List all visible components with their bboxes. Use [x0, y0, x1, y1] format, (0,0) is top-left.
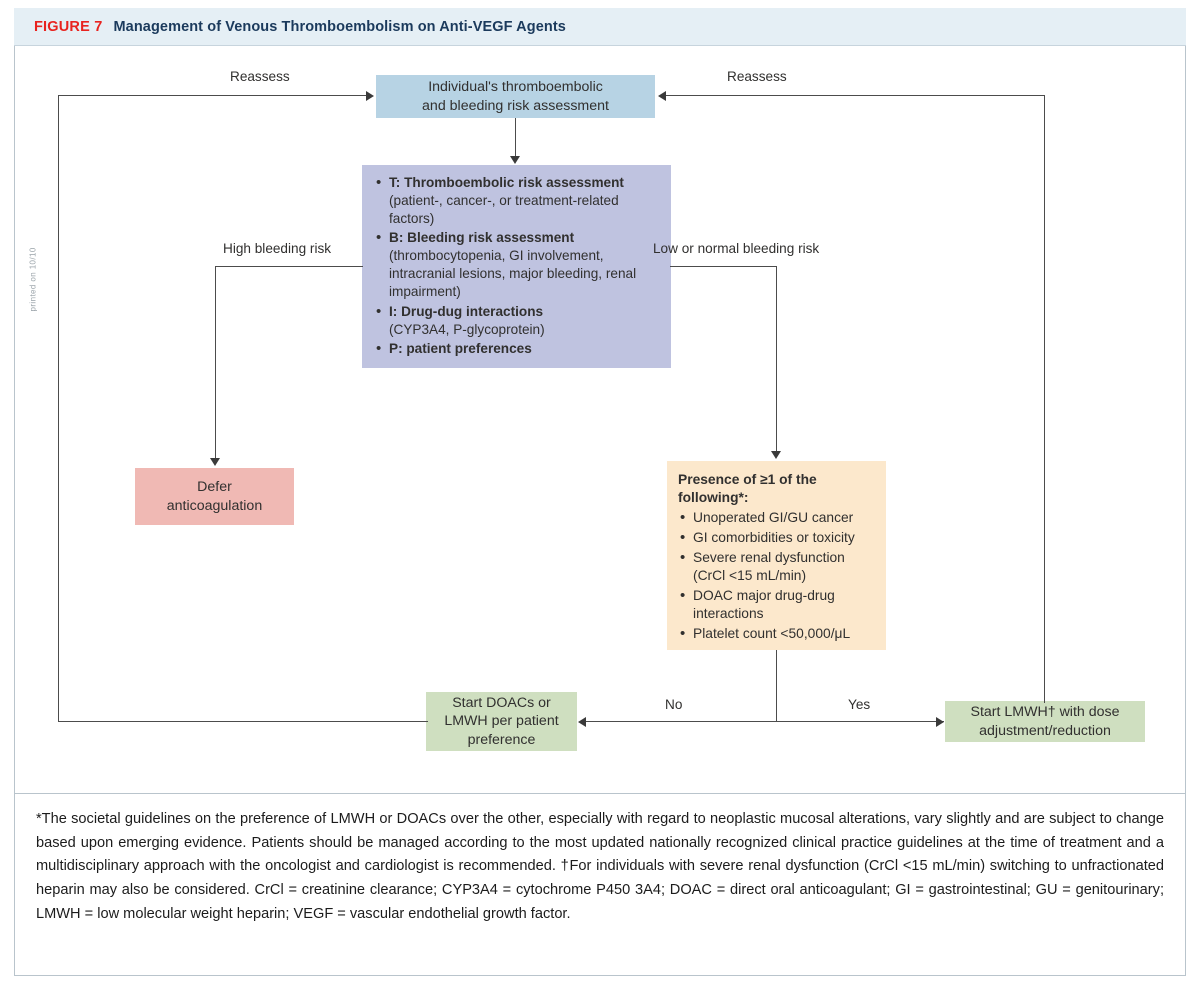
presence-item: Unoperated GI/GU cancer: [680, 508, 878, 527]
tbip-item-p-title: P: patient preferences: [389, 340, 532, 356]
connector-low-bleeding-vertical: [776, 266, 778, 453]
presence-heading-line2: following*:: [678, 489, 749, 505]
tbip-item-t-detail: (patient-, cancer-, or treatment-related…: [389, 193, 619, 227]
connector-left-feedback-vertical: [58, 95, 60, 722]
tbip-item-p: P: patient preferences: [376, 339, 661, 359]
connector-presence-to-decision: [776, 650, 778, 721]
node-presence-criteria[interactable]: Presence of ≥1 of the following*: Unoper…: [667, 461, 886, 650]
node-start-doacs-line1: Start DOACs or: [452, 694, 551, 711]
presence-item: DOAC major drug-drug interactions: [680, 586, 878, 623]
edge-label-low-bleeding-risk: Low or normal bleeding risk: [653, 241, 820, 256]
edge-label-reassess-right: Reassess: [727, 69, 787, 84]
presence-heading-line1: Presence of ≥1 of the: [678, 472, 817, 487]
tbip-item-i-detail: (CYP3A4, P-glycoprotein): [389, 321, 545, 337]
node-initial-assessment[interactable]: Individual's thromboembolic and bleeding…: [376, 75, 655, 118]
tbip-item-i: I: Drug-dug interactions (CYP3A4, P-glyc…: [376, 302, 661, 339]
presence-item: Platelet count <50,000/μL: [680, 624, 878, 643]
arrowhead-no-to-doacs: [578, 717, 586, 727]
connector-left-feedback-top: [58, 95, 368, 97]
tbip-item-b-title: B: Bleeding risk assessment: [389, 230, 575, 246]
tbip-item-i-title: I: Drug-dug interactions: [389, 303, 544, 319]
figure-title: Management of Venous Thromboembolism on …: [113, 18, 566, 35]
arrowhead-left-feedback-into-start: [366, 91, 374, 101]
connector-right-feedback-vertical: [1044, 95, 1046, 703]
arrowhead-to-presence: [771, 451, 781, 459]
arrowhead-yes-to-lmwh: [936, 717, 944, 727]
tbip-item-t: T: Thromboembolic risk assessment (patie…: [376, 173, 661, 228]
presence-item: Severe renal dysfunction (CrCl <15 mL/mi…: [680, 548, 878, 585]
presence-list: Unoperated GI/GU cancer GI comorbidities…: [678, 508, 878, 643]
connector-lmwh-top-stub: [1044, 675, 1046, 703]
node-start-doacs-line3: preference: [467, 731, 536, 748]
edge-label-high-bleeding-risk: High bleeding risk: [223, 241, 332, 256]
node-start-lmwh-line1: Start LMWH† with dose: [970, 704, 1120, 721]
connector-high-bleeding-horizontal: [215, 266, 363, 268]
node-defer-line1: Defer: [197, 479, 232, 496]
arrowhead-right-feedback-into-start: [658, 91, 666, 101]
tbip-item-b-detail: (thrombocytopenia, GI involvement, intra…: [389, 248, 637, 300]
node-initial-assessment-line2: and bleeding risk assessment: [422, 97, 609, 114]
connector-start-to-tbip: [515, 118, 517, 158]
arrowhead-start-to-tbip: [510, 156, 520, 164]
node-defer-line2: anticoagulation: [166, 497, 263, 514]
connector-no-branch: [585, 721, 777, 723]
connector-yes-branch: [776, 721, 944, 723]
figure-number-label: FIGURE 7: [34, 18, 103, 35]
connector-left-feedback-bottom: [58, 721, 428, 723]
tbip-item-b: B: Bleeding risk assessment (thrombocyto…: [376, 228, 661, 301]
figure-header: FIGURE 7 Management of Venous Thromboemb…: [14, 8, 1186, 46]
presence-heading: Presence of ≥1 of the following*:: [678, 471, 878, 506]
connector-low-bleeding-horizontal: [670, 266, 777, 268]
edge-label-no: No: [665, 697, 683, 712]
node-start-lmwh-line2: adjustment/reduction: [979, 722, 1111, 739]
flowchart-canvas: Individual's thromboembolic and bleeding…: [15, 47, 1185, 780]
presence-item: GI comorbidities or toxicity: [680, 528, 878, 547]
node-start-lmwh[interactable]: Start LMWH† with dose adjustment/reducti…: [945, 701, 1145, 742]
figure-footnote: *The societal guidelines on the preferen…: [14, 793, 1186, 976]
tbip-list: T: Thromboembolic risk assessment (patie…: [374, 173, 661, 359]
node-defer-anticoagulation[interactable]: Defer anticoagulation: [135, 468, 294, 525]
connector-high-bleeding-vertical: [215, 266, 217, 460]
node-start-doacs-line2: LMWH per patient: [444, 713, 559, 730]
node-tbip-assessment[interactable]: T: Thromboembolic risk assessment (patie…: [362, 165, 671, 368]
arrowhead-to-defer: [210, 458, 220, 466]
node-start-doacs[interactable]: Start DOACs or LMWH per patient preferen…: [426, 692, 577, 751]
node-initial-assessment-line1: Individual's thromboembolic: [428, 79, 603, 96]
footnote-text: *The societal guidelines on the preferen…: [36, 811, 1164, 922]
edge-label-yes: Yes: [848, 697, 871, 712]
tbip-item-t-title: T: Thromboembolic risk assessment: [389, 175, 624, 190]
edge-label-reassess-left: Reassess: [230, 69, 290, 84]
connector-right-feedback-top: [665, 95, 1045, 97]
